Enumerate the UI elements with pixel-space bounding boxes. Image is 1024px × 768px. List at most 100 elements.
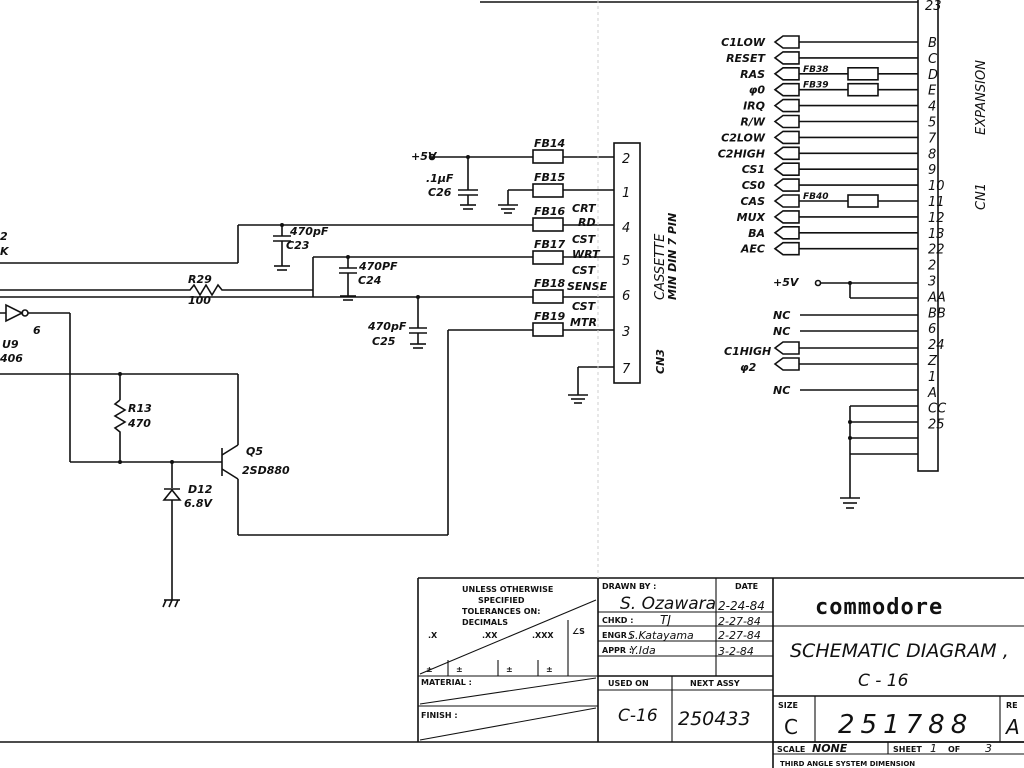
sig-cst-3: CST bbox=[572, 300, 597, 313]
u9-area: 2 K 6 U9 406 bbox=[0, 230, 71, 462]
cn1-pin-label: 13 bbox=[928, 227, 945, 242]
appr-label: APPR : bbox=[602, 646, 632, 655]
cn1-pin-label: 24 bbox=[928, 338, 945, 353]
expansion-signal-name: CAS bbox=[740, 195, 765, 208]
signal-port bbox=[773, 146, 800, 161]
decimal-col-2: .XX bbox=[482, 631, 498, 640]
cn1-pin-label: 8 bbox=[928, 147, 936, 162]
drawn-date: 2-24-84 bbox=[718, 599, 765, 613]
cn1-pin-label: E bbox=[928, 84, 937, 99]
expansion-signal-name: IRQ bbox=[743, 100, 765, 113]
sheets-total: 3 bbox=[985, 742, 992, 755]
expansion-signal-name: C2LOW bbox=[721, 131, 766, 144]
cn1-pin-label: 2 bbox=[928, 259, 936, 274]
driver-circuit: R13 470 Q5 2SD880 D12 6.8V bbox=[0, 330, 449, 608]
r13 bbox=[113, 399, 127, 462]
appr-date: 3-2-84 bbox=[718, 645, 754, 658]
u9-partial: 406 bbox=[0, 352, 23, 365]
signal-port bbox=[773, 67, 800, 81]
expansion-signal-name: CS0 bbox=[742, 179, 766, 192]
signal-port bbox=[773, 210, 800, 224]
rev: A bbox=[1004, 715, 1020, 739]
signal-port bbox=[773, 114, 800, 129]
expansion-signal-name: R/W bbox=[740, 116, 765, 129]
cn1-pin-label: 9 bbox=[928, 163, 936, 178]
r29 bbox=[0, 283, 313, 297]
drawn-by: S. Ozawara bbox=[620, 594, 716, 614]
sheet: 1 bbox=[930, 742, 937, 755]
pm-4: ± bbox=[546, 665, 553, 674]
size: C bbox=[784, 715, 798, 739]
cn1-pin-label: B bbox=[928, 36, 937, 51]
cn1-power-row: +5V bbox=[773, 276, 918, 299]
pm-2: ± bbox=[456, 665, 463, 674]
u9-pin: 6 bbox=[33, 324, 41, 337]
port-c1high bbox=[773, 341, 800, 355]
expansion-signal-name: RESET bbox=[726, 52, 766, 65]
cn3-pin-7: 7 bbox=[622, 362, 631, 377]
cn1-power-label: +5V bbox=[773, 276, 800, 289]
finish-label: FINISH : bbox=[421, 711, 458, 720]
cn1-pin-label: 1 bbox=[928, 370, 936, 385]
signal-port bbox=[773, 130, 800, 145]
drawing-number: 251788 bbox=[838, 710, 973, 740]
expansion-signal-name: C1LOW bbox=[721, 36, 766, 49]
tolerance-header: UNLESS OTHERWISE bbox=[462, 585, 553, 594]
signal-port bbox=[773, 162, 800, 176]
cn3-pin-6: 6 bbox=[622, 289, 630, 304]
cn1-pin-label: 7 bbox=[928, 131, 937, 146]
cn1-pin-label: CC bbox=[928, 402, 947, 417]
pm-1: ± bbox=[426, 665, 433, 674]
nc-label-1: NC bbox=[773, 309, 790, 322]
cn3-pin-2: 2 bbox=[622, 152, 630, 167]
angle-label: ∠S bbox=[572, 627, 585, 636]
material-label: MATERIAL : bbox=[421, 678, 472, 687]
decimals-label: DECIMALS bbox=[462, 618, 508, 627]
signal-port bbox=[773, 82, 800, 97]
r13-ref: R13 bbox=[128, 402, 152, 415]
cn1-pin-label: 25 bbox=[928, 418, 945, 433]
r29-value: 100 bbox=[188, 294, 211, 307]
signal-port bbox=[773, 226, 800, 240]
nc-label-2: NC bbox=[773, 325, 790, 338]
expansion-signal-names: C1LOWRESETRASφ0IRQR/WC2LOWC2HIGHCS1CS0CA… bbox=[718, 36, 767, 256]
cn1-name: EXPANSION bbox=[974, 60, 989, 135]
engr-label: ENGR : bbox=[602, 631, 633, 640]
cn1-pin-top: 23 bbox=[925, 0, 942, 14]
cn1-pin-label: 12 bbox=[928, 211, 945, 226]
size-label: SIZE bbox=[778, 701, 798, 710]
title-line-2: C - 16 bbox=[858, 671, 909, 691]
next-assy: 250433 bbox=[678, 708, 751, 730]
cn1-pin-label: Z bbox=[927, 354, 938, 369]
fb18 bbox=[532, 289, 564, 304]
signal-port bbox=[773, 98, 800, 113]
c26-ref: C26 bbox=[428, 186, 452, 199]
used-on-label: USED ON bbox=[608, 679, 649, 688]
phi2-label: φ2 bbox=[740, 361, 757, 374]
sig-cst-2: CST bbox=[572, 264, 597, 277]
engr: S.Katayama bbox=[628, 629, 694, 642]
cn1-pin-label: BB bbox=[928, 306, 946, 321]
fb15 bbox=[532, 183, 564, 198]
ferrite-bead bbox=[847, 82, 879, 97]
c24-area: 470PF C24 bbox=[339, 255, 398, 301]
nc-label-3: NC bbox=[773, 384, 790, 397]
fb16 bbox=[532, 217, 564, 232]
q5-ref: Q5 bbox=[246, 445, 263, 458]
u9-inverter bbox=[0, 303, 24, 323]
fb19 bbox=[532, 322, 564, 337]
ferrite-bead bbox=[847, 67, 879, 81]
sig-sense: SENSE bbox=[567, 280, 608, 293]
fb15-label: FB15 bbox=[534, 171, 566, 184]
signal-port bbox=[773, 194, 800, 208]
nc-rows: NC NC NC C1HIGH φ2 bbox=[724, 309, 918, 397]
c24-value: 470PF bbox=[358, 260, 398, 273]
cn1-pin-label: 11 bbox=[928, 195, 945, 210]
r13-value: 470 bbox=[127, 417, 151, 430]
title-line-1: SCHEMATIC DIAGRAM , bbox=[790, 640, 1009, 662]
tolerance-sub: SPECIFIED bbox=[478, 596, 525, 605]
cassette-wiring: FB14 FB15 FB16 CRT RD FB17 CST WRT FB18 … bbox=[0, 137, 614, 404]
expansion-signal-name: AEC bbox=[740, 243, 765, 256]
